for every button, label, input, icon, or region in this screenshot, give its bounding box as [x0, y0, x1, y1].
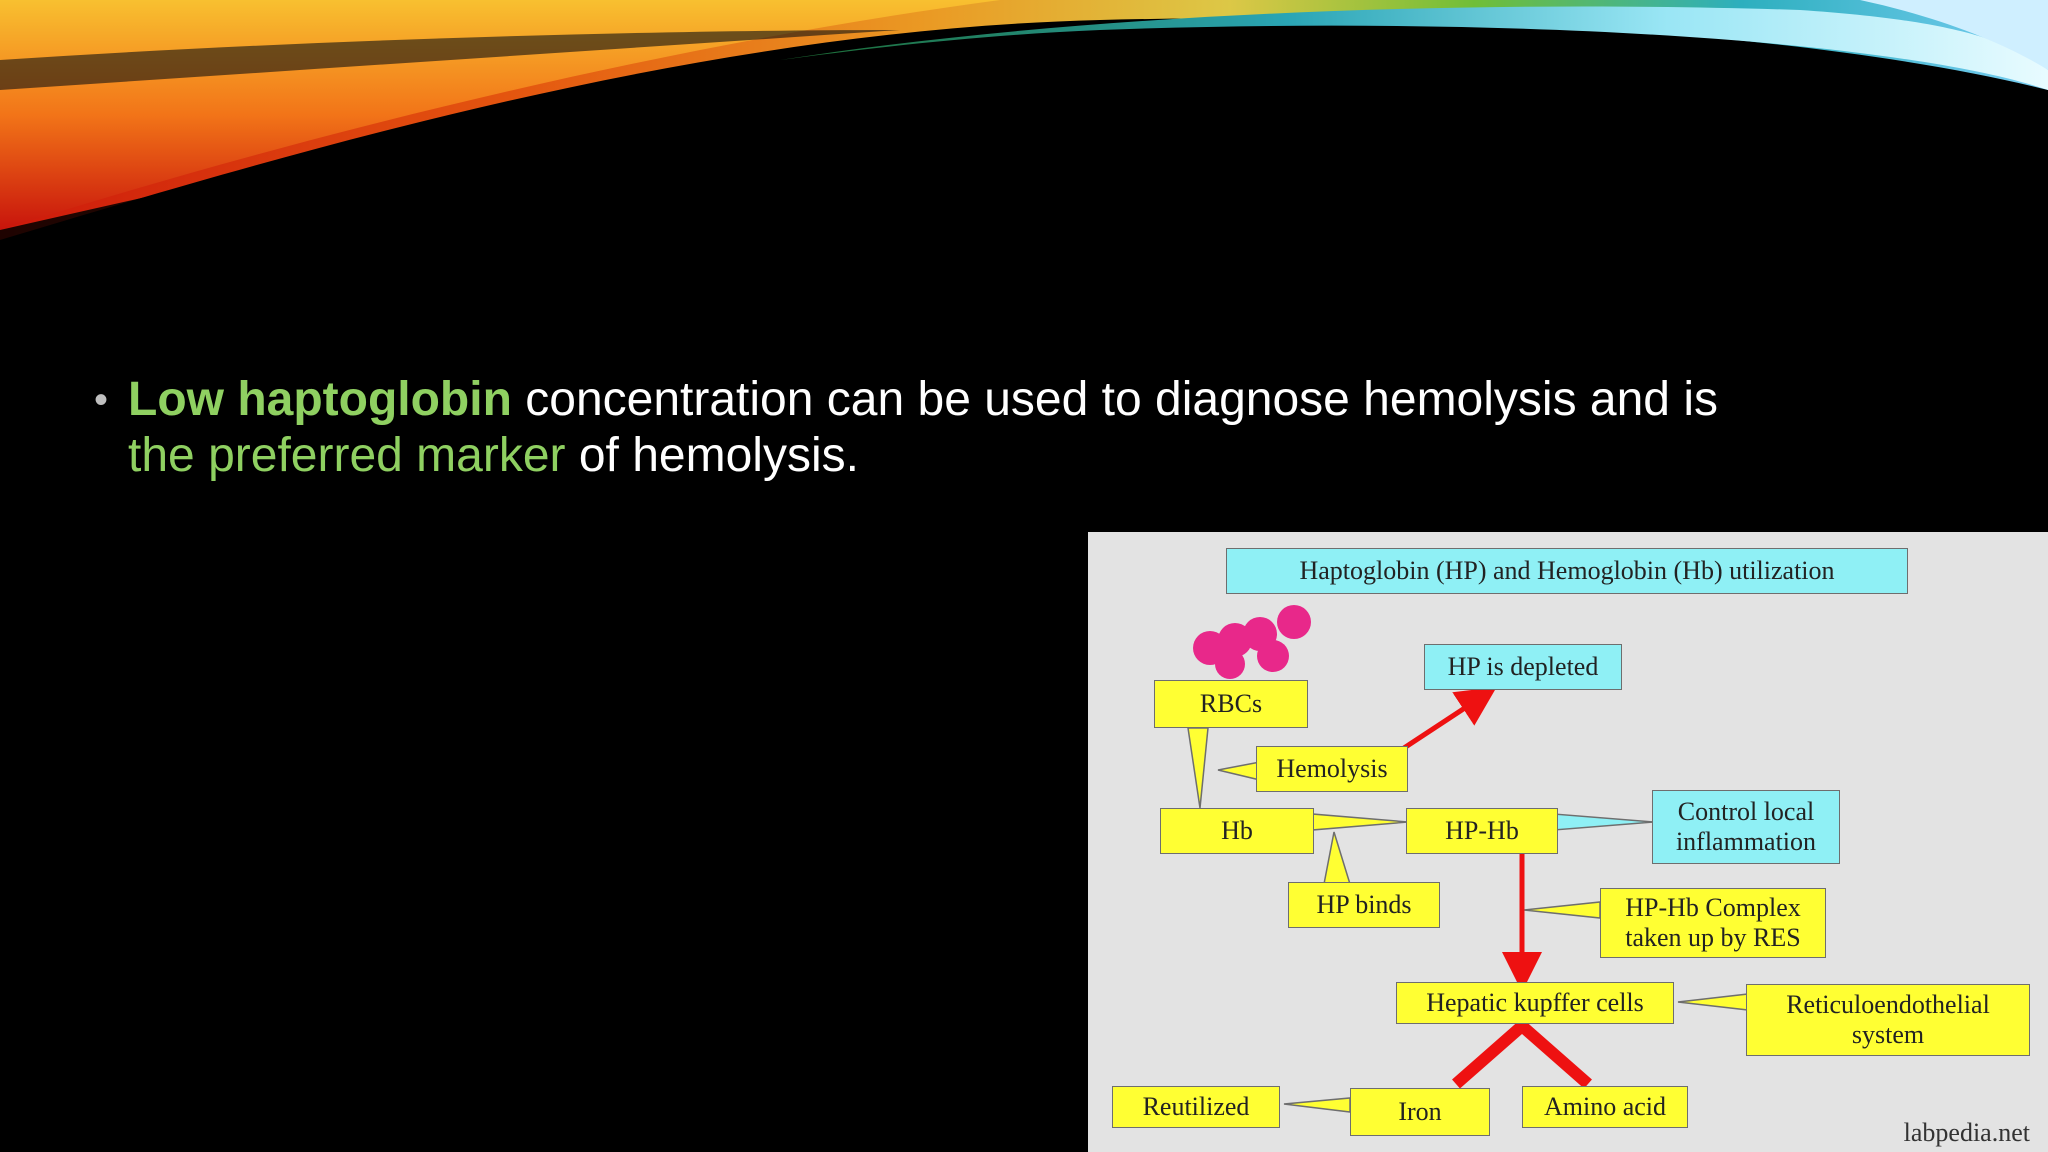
- bullet-text-part: of hemolysis.: [565, 429, 859, 482]
- callout-hb-to-hphb: [1311, 813, 1409, 831]
- box-hp-depleted: HP is depleted: [1424, 644, 1622, 690]
- bullet-text-part: concentration can be used to diagnose he…: [511, 373, 1718, 426]
- complex-line-1: HP-Hb Complex: [1625, 893, 1801, 922]
- rbc-cells-icon: [1193, 605, 1311, 679]
- box-rbcs: RBCs: [1154, 680, 1308, 728]
- box-reutilized: Reutilized: [1112, 1086, 1280, 1128]
- arrow-hemolysis-to-depleted: [1402, 687, 1497, 751]
- decorative-swoosh-banner: [0, 0, 2048, 245]
- callout-hphb-to-control: [1553, 813, 1655, 831]
- split-hepatic-to-products: [1452, 1018, 1592, 1089]
- box-hphb-complex: HP-Hb Complex taken up by RES: [1600, 888, 1826, 958]
- highlight-low-haptoglobin: Low haptoglobin: [128, 373, 512, 426]
- control-line-2: inflammation: [1675, 827, 1817, 856]
- box-hb: Hb: [1160, 808, 1314, 854]
- reticulo-line-1: Reticuloendothelial: [1786, 990, 1990, 1019]
- diagram-connectors: [1187, 605, 1749, 1113]
- box-hepatic-kupffer: Hepatic kupffer cells: [1396, 982, 1674, 1024]
- complex-line-2: taken up by RES: [1625, 923, 1801, 952]
- bullet-point-icon: •: [94, 378, 109, 422]
- callout-hp-binds: [1323, 831, 1352, 885]
- box-control-inflammation: Control local inflammation: [1652, 790, 1840, 864]
- source-credit: labpedia.net: [1903, 1118, 2030, 1147]
- callout-rbcs-to-hb: [1187, 727, 1209, 809]
- callout-reticulo: [1677, 993, 1749, 1011]
- callout-iron-to-reutilized: [1283, 1097, 1351, 1113]
- reticulo-line-2: system: [1851, 1020, 1925, 1049]
- box-amino-acid: Amino acid: [1522, 1086, 1688, 1128]
- highlight-preferred-marker: the preferred marker: [128, 429, 566, 482]
- haptoglobin-diagram: Haptoglobin (HP) and Hemoglobin (Hb) uti…: [1088, 532, 2048, 1152]
- callout-complex: [1523, 901, 1601, 919]
- box-iron: Iron: [1350, 1088, 1490, 1136]
- diagram-title: Haptoglobin (HP) and Hemoglobin (Hb) uti…: [1226, 548, 1908, 594]
- box-hp-hb: HP-Hb: [1406, 808, 1558, 854]
- box-hemolysis: Hemolysis: [1256, 746, 1408, 792]
- bullet-text: • Low haptoglobin concentration can be u…: [94, 372, 1928, 484]
- box-hp-binds: HP binds: [1288, 882, 1440, 928]
- control-line-1: Control local: [1677, 797, 1815, 826]
- callout-hemolysis: [1217, 761, 1261, 781]
- box-reticuloendothelial: Reticuloendothelial system: [1746, 984, 2030, 1056]
